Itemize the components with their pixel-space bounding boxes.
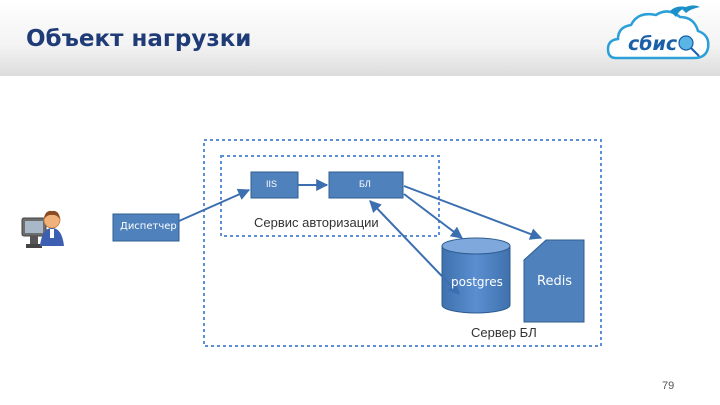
arrow-bl-postgres: [403, 193, 463, 239]
arrow-dispatcher-iis: [178, 188, 251, 222]
iis-node: [250, 171, 299, 199]
redis-node: [523, 239, 585, 323]
arrow-auth-postgres: [369, 200, 460, 295]
auth-service-boundary: [220, 155, 440, 237]
dispatcher-label: Диспетчер: [120, 221, 177, 232]
bl-server-boundary: [203, 139, 602, 347]
user-computer-icon: [21, 210, 64, 248]
iis-label: IIS: [266, 179, 278, 189]
bl-label: БЛ: [359, 179, 371, 189]
dispatcher-node: [112, 213, 180, 242]
postgres-label: postgres: [451, 275, 503, 289]
bl-server-label: Сервер БЛ: [471, 325, 537, 340]
redis-label: Redis: [537, 274, 573, 289]
bl-node: [328, 171, 404, 199]
slide-title: Объект нагрузки: [26, 26, 252, 52]
slide-header: [0, 0, 720, 76]
sbis-logo: сбис: [606, 5, 710, 60]
bird-icon: [670, 5, 700, 17]
arrow-bl-redis: [403, 185, 543, 240]
logo-text: сбис: [628, 33, 678, 55]
auth-service-label: Сервис авторизации: [254, 215, 379, 230]
logo-globe: [678, 35, 694, 51]
page-number: 79: [662, 380, 675, 392]
